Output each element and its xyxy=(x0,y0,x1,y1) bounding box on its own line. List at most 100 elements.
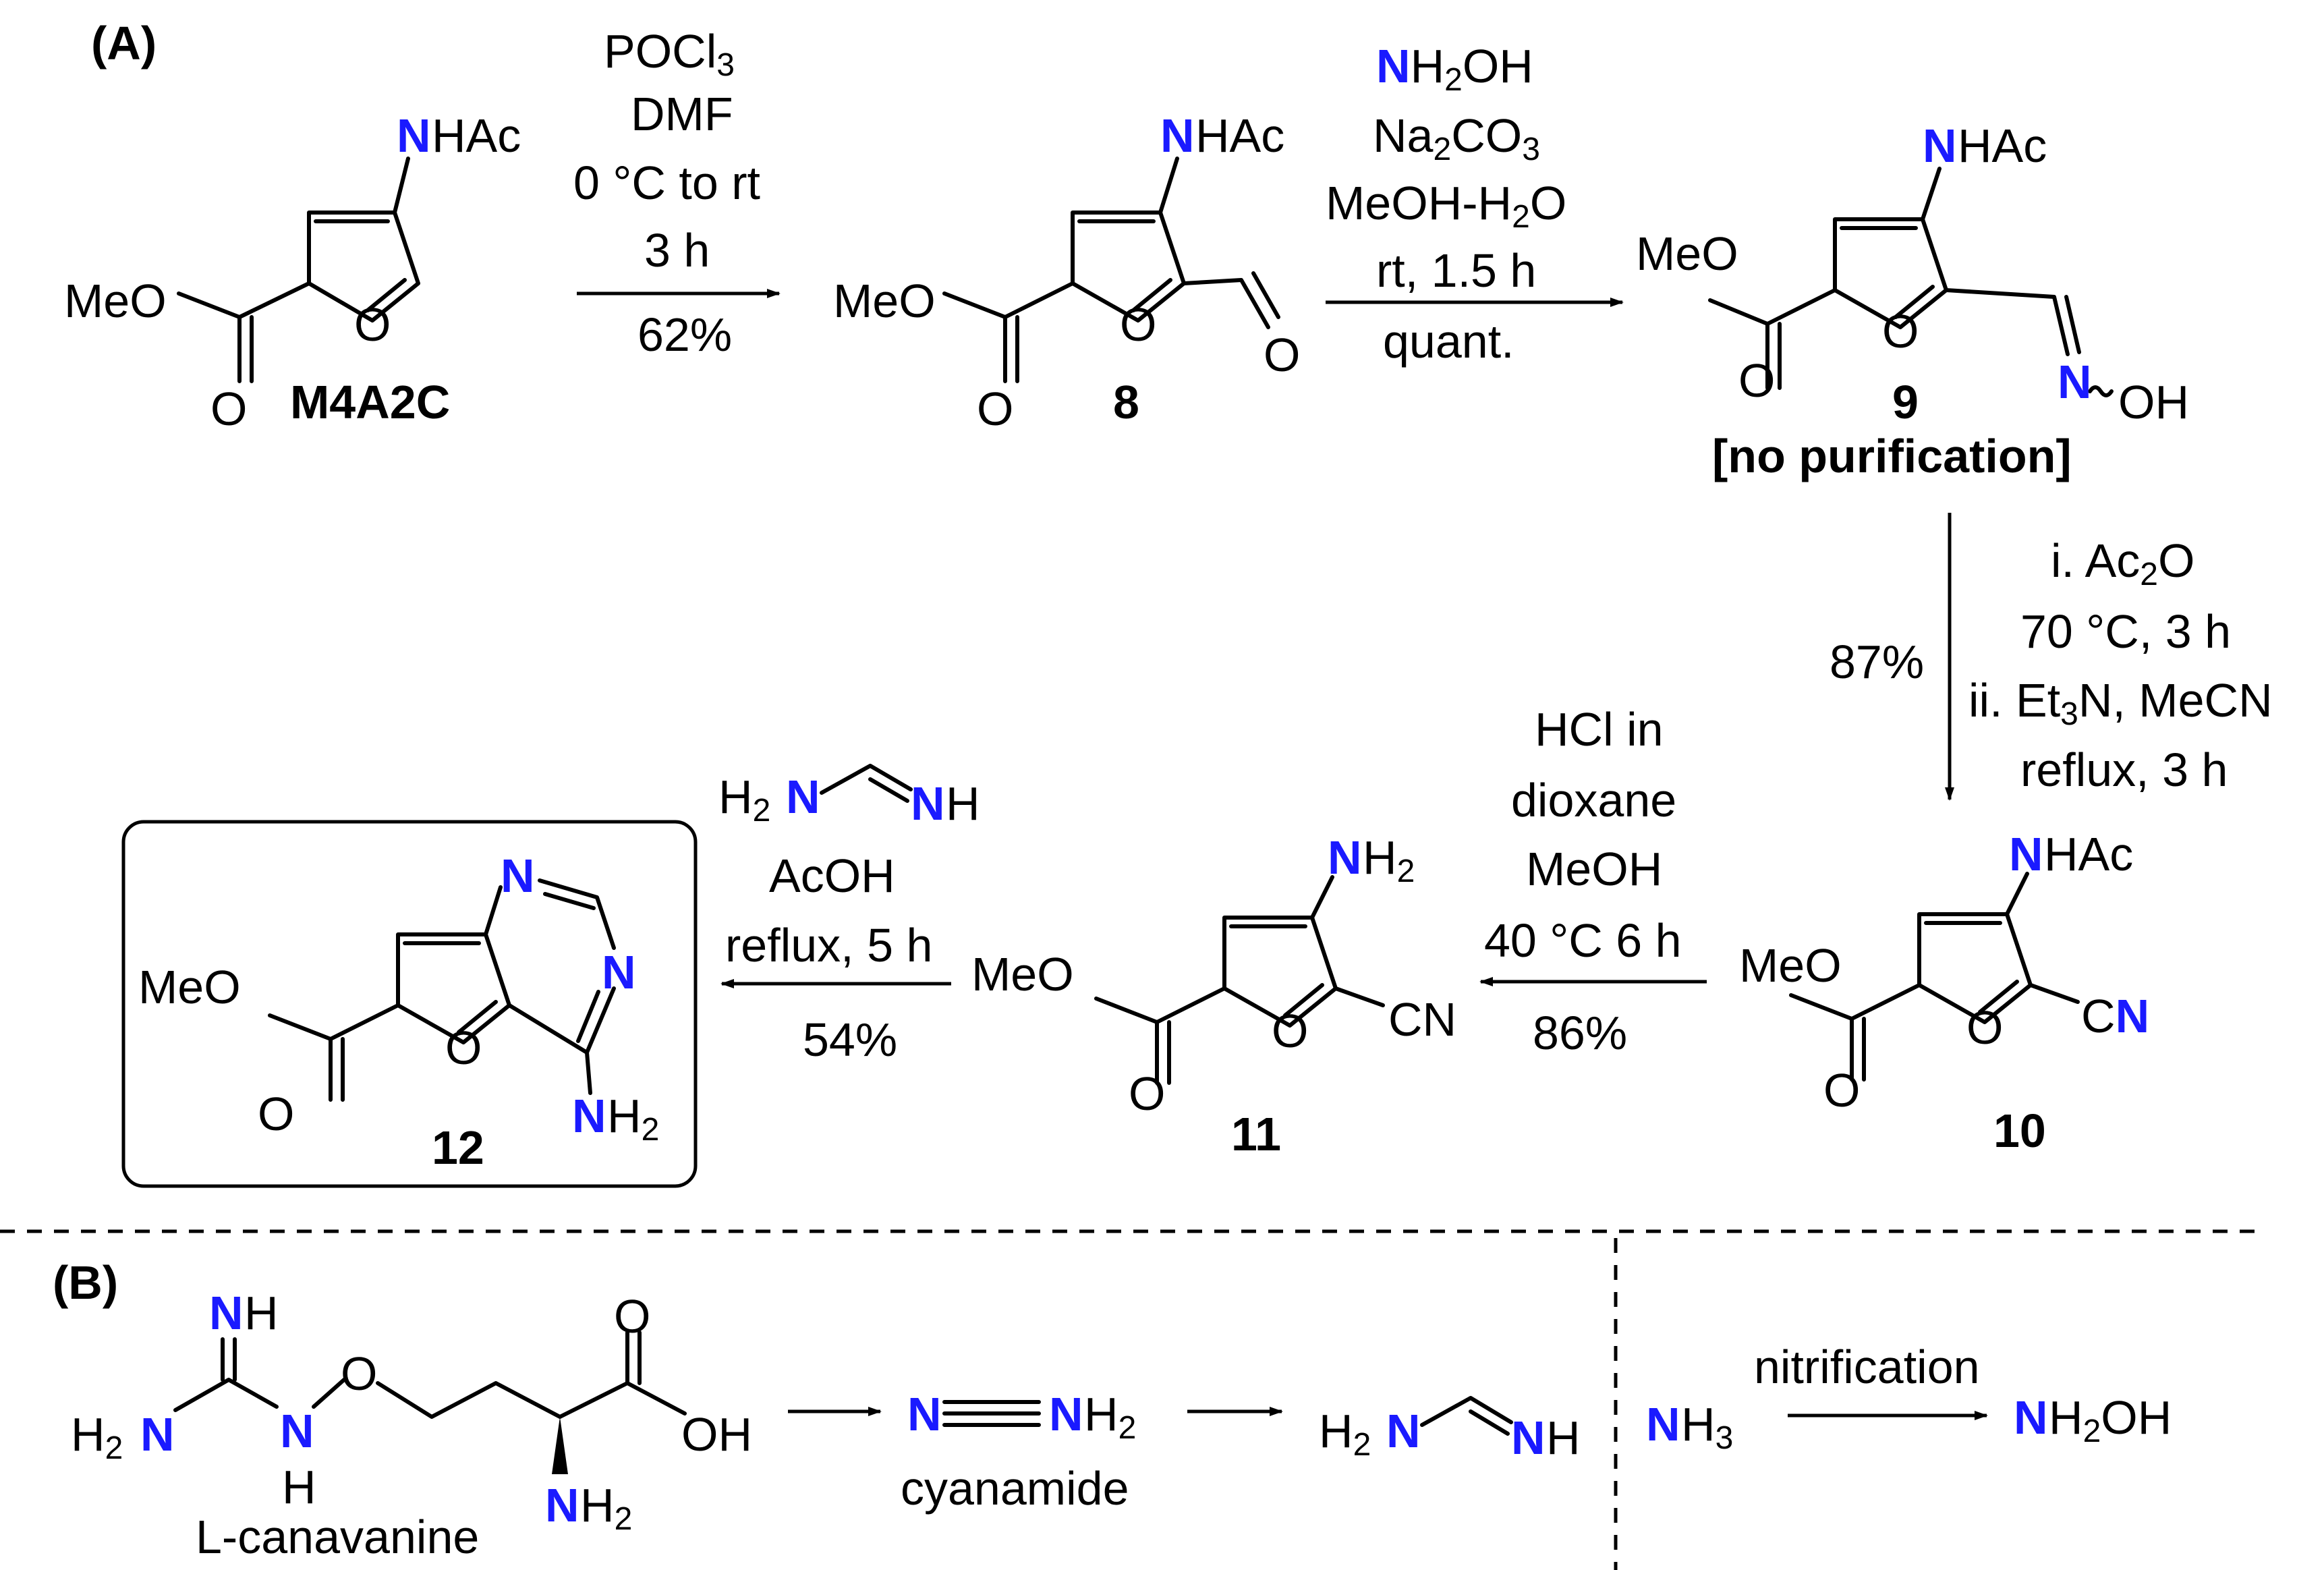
compound-cyanamide: N N H2 cyanamide xyxy=(901,1388,1136,1515)
ring-double-bonds xyxy=(1229,924,1324,1017)
reagent-1: POCl3 xyxy=(604,25,735,83)
carbonyl-oxygen: O xyxy=(210,383,247,435)
step-4: HCl in dioxane MeOH 40 °C 6 h 86% xyxy=(1479,703,1707,1059)
compound-label: 11 xyxy=(1231,1108,1281,1160)
compound-label: cyanamide xyxy=(901,1462,1129,1515)
yield: 54% xyxy=(803,1013,897,1066)
carbonyl-oxygen: O xyxy=(1823,1064,1860,1117)
h2-text: H2 xyxy=(1319,1405,1371,1463)
compound-9: N HAc O MeO O N OH 9 [no purification] xyxy=(1636,119,2189,482)
oxime-nitrogen: N xyxy=(2058,356,2092,408)
compound-label: 10 xyxy=(1993,1104,2046,1157)
nitrile-text: CN xyxy=(2081,990,2149,1042)
nitrification-label: nitrification xyxy=(1754,1341,1980,1393)
backbone-bonds xyxy=(376,1330,687,1419)
guanidine-bonds xyxy=(173,1337,346,1412)
compound-11: N H2 O MeO O CN 11 xyxy=(971,831,1456,1160)
reagent-4: 40 °C 6 h xyxy=(1484,914,1682,967)
reagent-4: rt, 1.5 h xyxy=(1376,244,1536,297)
reagent-2: 70 °C, 3 h xyxy=(2020,605,2231,658)
methoxy-text: MeO xyxy=(64,275,167,327)
acid-oxygen: O xyxy=(614,1290,650,1343)
pyrimidine-n3: N xyxy=(602,946,636,999)
reagent-2: DMF xyxy=(631,88,733,140)
substituent-bonds xyxy=(942,157,1280,383)
reagent-3: ii. Et3N, MeCN xyxy=(1968,674,2273,732)
nitrogen-atom: N xyxy=(1160,109,1195,162)
panel-b-label: (B) xyxy=(53,1256,118,1309)
reagent-2: dioxane xyxy=(1511,774,1676,826)
alpha-amine-h2: H2 xyxy=(580,1479,632,1537)
substituent-bonds xyxy=(177,157,410,383)
ring-double-bonds xyxy=(1840,226,1935,319)
step-1: POCl3 DMF 0 °C to rt 3 h 62% xyxy=(573,25,781,361)
reagent-2: Na2CO3 xyxy=(1373,109,1540,167)
compound-8: N HAc O MeO O O 8 xyxy=(833,109,1300,435)
amine-text: H2 xyxy=(607,1090,659,1148)
compound-formamidine: H2 N N H xyxy=(1319,1396,1581,1464)
ring-oxygen: O xyxy=(445,1021,482,1074)
compound-l-canavanine: N H H2 N N H O O OH N H2 L-canavanine xyxy=(71,1287,752,1563)
formamidine-n1: N xyxy=(786,770,820,823)
amine-text: H2 xyxy=(1363,831,1415,889)
amino-h2: H2 xyxy=(71,1408,123,1466)
ring-oxygen: O xyxy=(1882,305,1919,358)
ammonia-nitrogen: N xyxy=(1646,1398,1680,1451)
triple-bond xyxy=(942,1400,1041,1427)
formamidine-bonds xyxy=(1420,1396,1513,1436)
ring-double-bonds xyxy=(1077,219,1172,312)
compound-label: 12 xyxy=(432,1121,484,1174)
ring-bonds xyxy=(1222,916,1338,1028)
nhac-text: HAc xyxy=(2044,828,2133,880)
nitrogen-atom: N xyxy=(1923,119,1957,172)
carbonyl-oxygen: O xyxy=(258,1088,294,1140)
reagent-3: 0 °C to rt xyxy=(573,157,760,209)
nh-h: H xyxy=(282,1461,316,1513)
methoxy-text: MeO xyxy=(1739,939,1842,992)
reagent-4: 3 h xyxy=(644,224,710,277)
yield: 86% xyxy=(1533,1007,1627,1059)
reagent-acid: AcOH xyxy=(769,849,895,902)
nhac-text: HAc xyxy=(432,109,521,162)
reagent-3: MeOH xyxy=(1526,843,1662,895)
nh-nitrogen: N xyxy=(280,1405,314,1457)
methoxy-text: MeO xyxy=(971,948,1074,1001)
carbonyl-oxygen: O xyxy=(1738,354,1775,407)
hydroxylamine-nitrogen: N xyxy=(2014,1391,2048,1444)
ring-oxygen: O xyxy=(354,298,391,351)
amino-nitrogen: N xyxy=(140,1408,175,1461)
compound-label: M4A2C xyxy=(290,376,450,428)
methoxy-text: MeO xyxy=(1636,227,1738,280)
step-2: NH2OH Na2CO3 MeOH-H2O rt, 1.5 h quant. xyxy=(1326,40,1624,368)
methoxy-text: MeO xyxy=(138,961,241,1013)
stereo-wedge xyxy=(552,1417,568,1474)
yield: quant. xyxy=(1383,315,1514,368)
hydroxyl-text: OH xyxy=(2118,376,2189,428)
purification-note: [no purification] xyxy=(1712,430,2072,482)
amine-nitrogen: N xyxy=(572,1090,606,1142)
carbonyl-oxygen: O xyxy=(1129,1067,1165,1120)
ring-oxygen: O xyxy=(1966,1001,2003,1054)
amine-nitrogen: N xyxy=(1049,1388,1083,1440)
wavy-bond xyxy=(2088,385,2114,397)
amine-h2: H2 xyxy=(1084,1388,1136,1446)
reagent-4: reflux, 3 h xyxy=(2020,744,2228,796)
compound-label: 8 xyxy=(1113,376,1139,428)
compound-label: 9 xyxy=(1892,376,1919,428)
furan-ring-bonds xyxy=(396,932,511,1044)
compound-12: N N O MeO O N H2 12 xyxy=(121,820,698,1188)
n1: N xyxy=(1386,1405,1421,1457)
ring-bonds xyxy=(1833,217,1948,329)
nhac-text: HAc xyxy=(1958,119,2047,172)
aldehyde-oxygen: O xyxy=(1264,329,1300,381)
nitrification-path: N H3 nitrification N H2OH xyxy=(1646,1341,2172,1456)
h-text: H xyxy=(1546,1411,1581,1464)
reagent-1: i. Ac2O xyxy=(2051,534,2194,592)
ring-double-bonds xyxy=(314,219,407,312)
ring-bonds xyxy=(1917,912,2033,1024)
hydroxylamine-text: H2OH xyxy=(2049,1391,2172,1449)
ring-bonds xyxy=(1071,211,1186,323)
methoxy-text: MeO xyxy=(833,275,936,327)
ring-double-bonds xyxy=(1924,921,2019,1014)
